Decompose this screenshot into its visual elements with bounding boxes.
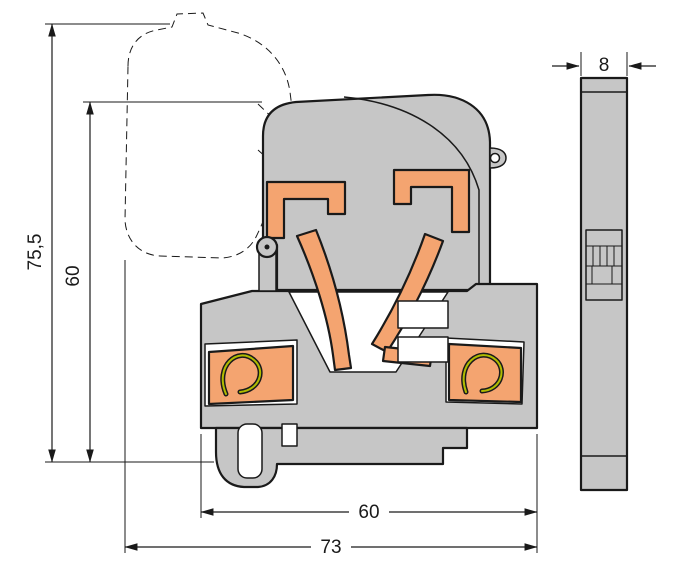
test-slot-upper	[397, 300, 449, 329]
dim-overall-height: 75,5	[25, 23, 214, 463]
dim-label-housing-width: 60	[358, 502, 379, 523]
dim-thickness: 8	[552, 52, 656, 76]
dimensions: 75,5 60 60 73 8	[25, 23, 656, 558]
dim-overall-width: 73	[124, 260, 538, 558]
carrier-seam-line	[343, 96, 480, 290]
foot-slot	[237, 423, 263, 479]
open-position-dashed-outline	[124, 12, 293, 259]
side-detail-teeth	[592, 246, 615, 266]
label-gap	[311, 536, 351, 557]
side-detail-inner-rect	[591, 265, 613, 285]
dim-label-overall-height: 75,5	[25, 234, 46, 271]
dim-label-overall-width: 73	[320, 537, 341, 558]
main-view	[124, 12, 539, 489]
side-view	[579, 76, 629, 492]
dim-housing-height: 60	[63, 101, 262, 463]
fuse-contact-right	[392, 168, 471, 234]
busbar-strap-left	[295, 228, 353, 372]
foot-notch	[281, 423, 298, 447]
side-detail-frame	[585, 229, 623, 301]
pivot-center-dot	[264, 244, 270, 250]
label-gap	[349, 501, 389, 522]
dim-label-thickness: 8	[599, 55, 610, 76]
din-rail-foot	[214, 426, 469, 489]
test-slot-lower	[397, 336, 449, 363]
spring-wire-left-core	[221, 354, 262, 395]
dim-label-housing-height: 60	[63, 265, 84, 286]
dim-housing-width: 60	[200, 434, 538, 553]
ear-hole	[489, 152, 501, 164]
spring-wire-right-core	[462, 354, 503, 393]
